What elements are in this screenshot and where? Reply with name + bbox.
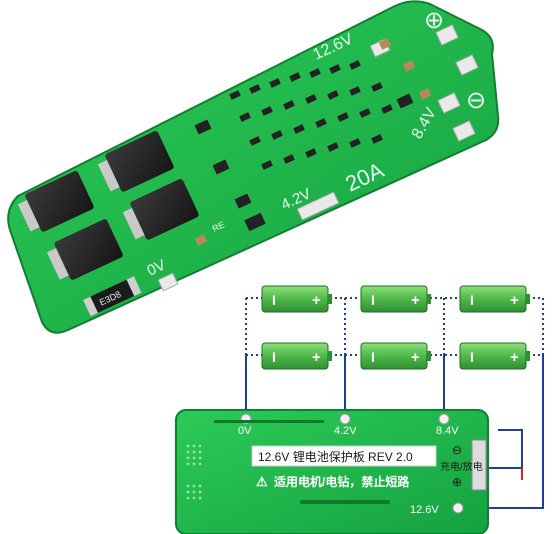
pad — [437, 92, 461, 114]
pad — [435, 24, 459, 46]
pad — [455, 54, 479, 76]
battery-minus-label: I — [272, 349, 276, 365]
warning-icon: ⚠ — [256, 474, 268, 489]
battery-cell: I+ — [360, 342, 431, 370]
battery-minus-label: I — [470, 292, 474, 308]
battery-cell: I+ — [261, 342, 332, 370]
pad — [296, 191, 340, 221]
wire-charge — [465, 429, 523, 469]
pad-4-2v — [339, 413, 351, 425]
pad — [452, 120, 476, 142]
mosfet-tab — [122, 207, 145, 240]
pad — [157, 272, 179, 292]
board-trace — [214, 420, 324, 423]
battery-plus-label: + — [411, 292, 420, 309]
warning-text: 适用电机/电钻，禁止短路 — [274, 474, 410, 489]
battery-cell: I+ — [360, 285, 431, 313]
mosfet — [105, 131, 174, 192]
board-title: 12.6V 锂电池保护板 REV 2.0 — [258, 449, 413, 464]
battery-plus-label: + — [411, 349, 420, 366]
battery-cell: I+ — [459, 285, 530, 313]
battery-cap — [328, 351, 332, 361]
smd-components — [194, 60, 414, 232]
minus-icon: ⊖ — [466, 87, 486, 114]
output-terminal — [471, 439, 487, 491]
battery-cap — [427, 351, 431, 361]
shunt-resistor: E3D8 — [83, 276, 142, 317]
mosfet — [25, 171, 94, 232]
battery-cap — [328, 294, 332, 304]
capacitors — [194, 38, 432, 246]
bottom-label-4-2v: 4.2V — [334, 425, 357, 437]
battery-plus-label: + — [312, 349, 321, 366]
battery-plus-label: + — [312, 292, 321, 309]
shunt-end — [126, 276, 142, 296]
bottom-pcb-body — [175, 409, 489, 534]
battery-cells: I+I+I+I+I+I+ — [261, 285, 530, 370]
wire-12-6v — [468, 355, 544, 509]
board-slot — [300, 500, 390, 504]
bottom-label-8-4v: 8.4V — [436, 425, 459, 437]
mosfet-tab — [97, 159, 120, 192]
battery-cell: I+ — [459, 342, 530, 370]
mosfet-tab — [17, 199, 40, 232]
battery-minus-label: I — [371, 292, 375, 308]
pad-12-6v — [452, 502, 464, 514]
battery-minus-label: I — [272, 292, 276, 308]
bottom-label-12-6v: 12.6V — [410, 504, 439, 516]
battery-cap — [526, 351, 530, 361]
battery-minus-label: I — [470, 349, 474, 365]
label-0v: 0V — [145, 256, 169, 279]
charge-label: 充电/放电 — [440, 460, 483, 473]
battery-minus-label: I — [371, 349, 375, 365]
battery-cell: I+ — [261, 285, 332, 313]
mosfet-group — [17, 131, 199, 280]
battery-cap — [526, 294, 530, 304]
mosfet-tab — [46, 248, 69, 280]
dot-pattern — [186, 444, 202, 500]
mosfet — [130, 179, 199, 240]
bottom-board: ⊖ ⊕ 0V 4.2V 8.4V 12.6V 12.6V 锂电池保护板 REV … — [175, 409, 489, 534]
plus-icon: ⊕ — [424, 7, 444, 34]
top-pcb-body — [7, 0, 500, 334]
wiring-diagram: I+I+I+I+I+I+ — [245, 285, 544, 509]
battery-plus-label: + — [510, 292, 519, 309]
top-board: ⊕ ⊖ 12.6V 8.4V 4.2V 0V 20A RE — [7, 0, 500, 334]
shunt-end — [83, 296, 98, 317]
battery-plus-label: + — [510, 349, 519, 366]
plus-icon: ⊕ — [452, 475, 462, 489]
shunt-body — [90, 279, 135, 313]
battery-cap — [427, 294, 431, 304]
mosfet — [54, 219, 123, 280]
pad-8-4v — [438, 413, 450, 425]
title-plate — [251, 445, 437, 467]
minus-icon: ⊖ — [452, 443, 462, 457]
bottom-label-0v: 0V — [238, 425, 252, 437]
label-re: RE — [211, 219, 227, 233]
